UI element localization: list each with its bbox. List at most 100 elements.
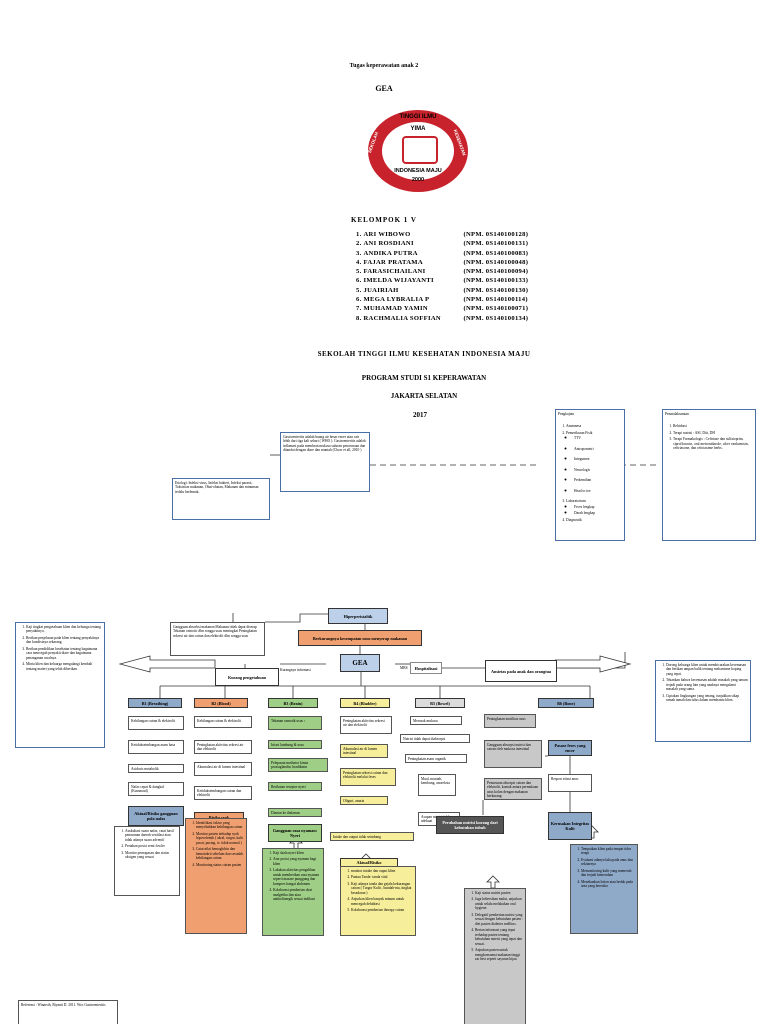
b5-intervention: Anjurkan pasien untuk mengkonsumsi makan… — [475, 948, 523, 961]
right-intervention: Dorong keluarga klien untuk membicarakan… — [666, 663, 748, 676]
left-intervention: Berikan penjelasan pada klien tentang pe… — [26, 636, 102, 645]
school-logo: TINGGI ILMU YIMA SEKOLAH KESEHATAN INDON… — [367, 110, 468, 192]
member-row: 7. MUHAMAD YAMIN(NPM. 0S140100071) — [356, 305, 529, 313]
member-row: 5. FARASICHAILANI(NPM. 0S140100094) — [356, 268, 529, 276]
b4-step: Peningkatan aktivitas sekresi air dan el… — [340, 716, 392, 734]
management-item: Terapi nutrisi : ASI, Diit, DH — [673, 431, 753, 435]
member-row: 1. ARI WIBOWO(NPM. 0S140100128) — [356, 231, 529, 238]
b5-diagnosis: Perubahan nutrisi kurang dari kebutuhan … — [436, 816, 504, 834]
member-row: 6. MEGA LYBRALIA P(NPM. 0S140100114) — [356, 296, 528, 304]
b4-intervention: Kaji adanya tanda dan gejala kekurangan … — [351, 882, 413, 895]
b3-intervention: Kolaborasi pemberian obat analgetika dan… — [273, 888, 321, 901]
b5-step: Peningkatan motilitas usus — [484, 714, 536, 728]
b5-head: B5 (Bowel) — [415, 698, 465, 708]
b2-intervention: Catat nilai hemoglobin dan hematokrit se… — [196, 847, 244, 860]
b2-intervention: Monitor pasien terhadap syok hipovolemik… — [196, 832, 244, 845]
b6-intervention: Evaluasi adanya luka pada anus dan sekit… — [581, 858, 635, 867]
ansietas-box: Ansietas pada anak dan orangtua — [485, 660, 557, 682]
assessment-item: Anamnesa — [566, 424, 622, 428]
b5-step: Nutrisi tidak dapat diabsorpsi — [400, 734, 470, 743]
logo-abbr: YIMA — [410, 126, 426, 132]
right-intervention: Ciptakan lingkungan yang tenang, tunjukk… — [666, 694, 748, 703]
member-row: 3. ANDIKA PUTRA(NPM. 0S140100083) — [356, 249, 529, 257]
b3-head: B3 (Brain) — [268, 698, 318, 708]
b5-interventions-box: Kaji status nutrisi pasien Jaga kebersih… — [464, 888, 526, 1024]
b4-head: B4 (Bladder) — [340, 698, 390, 708]
member-row: 4. FAJAR PRATAMA(NPM. 0S140100048) — [356, 258, 529, 266]
b6-step: Respon iritasi anus — [548, 774, 592, 792]
b4-intervention: Anjurkan klien banyak minum untuk menceg… — [351, 897, 413, 906]
b4-intervention: monitor intake dan ouput klien — [351, 869, 413, 873]
member-row: 6. IMELDA WIJAYANTI(NPM. 0S140100133) — [356, 277, 529, 285]
topic-title: GEA — [375, 84, 393, 93]
absorption-box: Gangguan absorbsi makanan Makanan tidak … — [170, 622, 265, 656]
assessment-item: Diagnostik — [566, 518, 622, 522]
b3-intervention: Atur posisi yang nyaman bagi klien — [273, 857, 321, 866]
assessment-box: Pengkajian Anamnesa Pemeriksaan Fisik TT… — [555, 409, 625, 541]
b4-intervention: Pantau Tanda- tanda vital — [351, 875, 413, 879]
b5-intervention: Delegatif pemberian nutrisi yang sesuai … — [475, 913, 523, 926]
logo-year: 2000 — [411, 177, 425, 183]
b6-head: B6 (Bone) — [538, 698, 594, 708]
book-icon — [402, 136, 438, 164]
group-title: KELOMPOK 1 V — [351, 216, 417, 224]
management-item: Terapi Farmakologis : Ceftriaxe dan sulf… — [673, 437, 753, 450]
b2-head: B2 (Blood) — [194, 698, 248, 708]
b4-interventions-box: monitor intake dan ouput klien Pantau Ta… — [340, 866, 416, 936]
management-item: Rehidrasi — [673, 424, 753, 428]
assessment-subitem: Antropometri — [574, 447, 622, 451]
b1-step: Asidosis metabolik — [128, 764, 184, 773]
b1-intervention: Monitor pernapasan dan status oksigen ya… — [125, 851, 177, 860]
cover-year: 2017 — [413, 411, 427, 419]
b1-intervention: Auskultasi suara nafas, catat hasil penu… — [125, 829, 177, 842]
assessment-subitem: Neurologis — [574, 468, 622, 472]
b4-step: Oliguri, anuria — [340, 796, 388, 805]
logo-top-text: TINGGI ILMU — [399, 114, 437, 120]
member-row: 5. JUAIRIAH(NPM. 0S140100130) — [356, 286, 529, 294]
program-name: PROGRAM STUDI S1 KEPERAWATAN — [361, 374, 487, 382]
assessment-subitem: Integumen — [574, 457, 622, 461]
left-interventions-box: Kaji tingkat pengetahuan klien dan kelua… — [15, 622, 105, 748]
b3-intervention: Kaji skala nyeri klien — [273, 851, 321, 855]
reduced-absorption-box: Berkurangnya kesempatan usus menyerap ma… — [298, 630, 422, 646]
b4-intervention: Kolaborasi pemberian therapy cairan — [351, 908, 413, 912]
b5-intervention: Kaji status nutrisi pasien — [475, 891, 523, 895]
assessment-item: Laboratorium Feces lengkap Darah lengkap — [566, 499, 622, 515]
b2-step: Kehilangan cairan & elektrolit — [194, 716, 252, 728]
school-name: SEKOLAH TINGGI ILMU KESEHATAN INDONESIA … — [317, 350, 531, 358]
b5-step: Peningkatan asam organik — [405, 754, 467, 763]
member-list: 1. ARI WIBOWO(NPM. 0S140100128) 2. ANI R… — [356, 230, 556, 323]
b3-step: Pelepasan mediator kimia prostaglandin, … — [268, 758, 328, 772]
kurang-pengetahuan-box: Kurang pengetahuan — [215, 668, 279, 686]
left-intervention: Berikan pendidikan kesehatan tentang bag… — [26, 647, 102, 660]
b1-intervention: Pertahan posisi semi fowler — [125, 844, 177, 848]
left-intervention: Kaji tingkat pengetahuan klien dan kelua… — [26, 625, 102, 634]
b3-intervention: Lakukan aktivitas pengalihan untuk membe… — [273, 868, 321, 886]
b6-interventions-box: Tempatkan klien pada tempat tidur terapi… — [570, 844, 638, 934]
right-intervention: Tekankan bahwa kecemasan adalah masalah … — [666, 678, 748, 691]
b6-step: Pasase feses yang encer — [548, 740, 592, 756]
assessment-subitem: Perkemihan — [574, 478, 622, 482]
b2-step: Ketidakseimbangan cairan dan elektrolit — [194, 786, 252, 800]
city-name: JAKARTA SELATAN — [390, 392, 458, 400]
definition-box: Gastroenteritis adalah buang air besar e… — [280, 432, 370, 492]
b5-step: Merusak mukosa — [410, 716, 462, 725]
etiology-box: Etiologi: Infeksi virus, Infeksi bakteri… — [172, 478, 270, 520]
b4-step: Peningkatan sekresi cairan dan elektroli… — [340, 768, 396, 786]
b2-step: Peningkatan aktivitas sekresi air dan el… — [194, 740, 252, 754]
b5-intervention: Jaga kebersihan mulut, anjurkan untuk se… — [475, 897, 523, 910]
left-intervention: Minta klien dan keluarga mengulangi kemb… — [26, 662, 102, 671]
member-row: 2. ANI ROSDIANI(NPM. 0S140100131) — [356, 240, 529, 248]
right-interventions-box: Dorong keluarga klien untuk membicarakan… — [655, 660, 751, 742]
assessment-subitem: Feces lengkap — [574, 505, 622, 509]
b1-step: Ketidakseimbangan asam basa — [128, 740, 184, 754]
b3-interventions-box: Kaji skala nyeri klien Atur posisi yang … — [262, 848, 324, 936]
mrs-label: MRS — [400, 666, 408, 670]
hyperperistaltic-box: Hiperperistaltik — [328, 608, 388, 624]
assessment-subitem: Darah lengkap — [574, 511, 622, 515]
b3-step: Diantar ke thalamus — [268, 808, 322, 817]
b1-step: Kehilangan cairan & elektrolit — [128, 716, 184, 730]
b6-intervention: Menekankan lotion atau bedak pada area y… — [581, 880, 635, 889]
b2-step: Akumulasi air di lumen intestinal — [194, 762, 252, 776]
